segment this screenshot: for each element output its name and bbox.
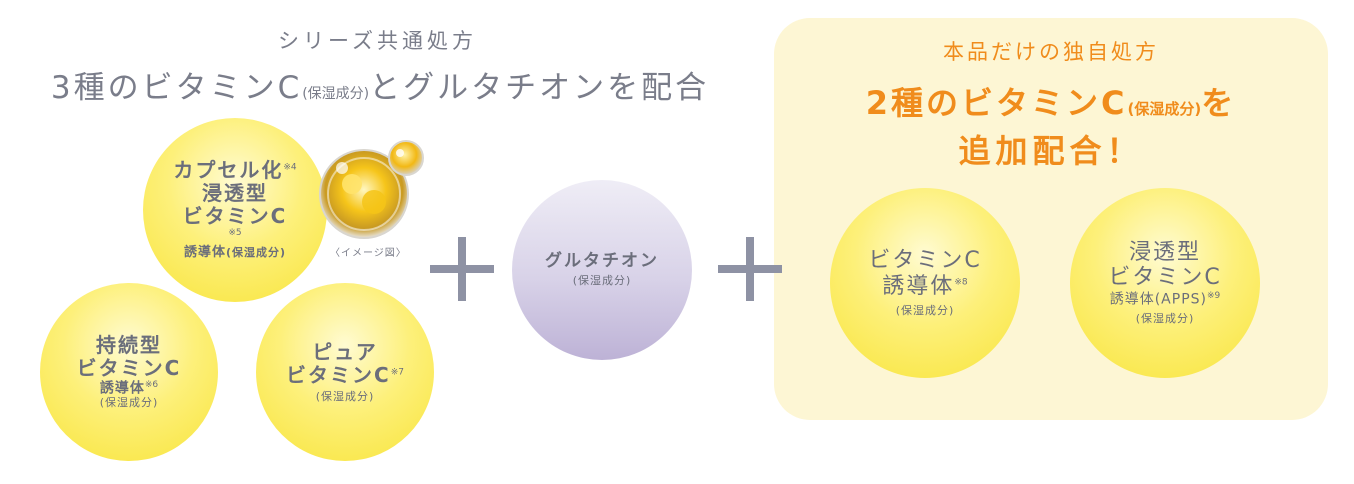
glutathione-line1: グルタチオン [545,250,659,271]
unique-title-line2: 追加配合！ [958,132,1144,170]
pure-line1: ピュア [312,339,378,364]
series-title: 3種のビタミンC(保湿成分)とグルタチオンを配合 [0,62,760,107]
sustained-line2: ビタミンC [76,356,182,381]
series-title-pre: 3種のビタミンC [50,70,303,106]
apps-line1: 浸透型 [1128,240,1201,265]
apps-line3: 誘導体(APPS)※9 [1109,290,1221,308]
pure-vitamin-c-circle: ピュア ビタミンC※7 (保湿成分) [256,283,434,461]
series-subtitle: シリーズ共通処方 [278,29,477,53]
sustained-line1: 持続型 [96,333,162,358]
pure-line2: ビタミンC※7 [286,362,404,387]
sustained-line4: (保湿成分) [99,396,159,410]
apps-vitamin-c-circle: 浸透型 ビタミンC 誘導体(APPS)※9 (保湿成分) [1070,188,1260,378]
capsule-image-icon [319,140,424,239]
capsule-line3: ビタミンC [182,204,288,229]
glutathione-line2: (保湿成分) [572,274,632,288]
unique-title-paren: (保湿成分) [1127,100,1202,118]
unique-title-pre: 2種のビタミンC [865,84,1128,122]
unique-title-post: を [1201,84,1237,122]
series-title-post: とグルタチオンを配合 [369,70,710,106]
glutathione-circle: グルタチオン (保湿成分) [512,180,692,360]
series-title-paren: (保湿成分) [302,86,370,102]
plus-icon-2 [718,237,782,301]
unique-title-line1: 2種のビタミンC(保湿成分)を [774,78,1328,124]
vitamin-c-derivative-circle: ビタミンC 誘導体※8 (保湿成分) [830,188,1020,378]
apps-line4: (保湿成分) [1135,312,1195,326]
capsule-line2: 浸透型 [202,181,268,206]
sustained-line3: 誘導体※6 [99,380,159,397]
pure-line3: (保湿成分) [315,389,375,403]
image-note: 〈イメージ図〉 [330,248,407,259]
apps-line2: ビタミンC [1108,265,1222,291]
derivative-line1: ビタミンC [868,248,982,274]
derivative-line2: 誘導体※8 [882,273,968,299]
sustained-vitamin-c-circle: 持続型 ビタミンC 誘導体※6 (保湿成分) [40,283,218,461]
derivative-line3: (保湿成分) [895,303,955,317]
capsule-line1: カプセル化※4 [173,158,297,183]
plus-icon [430,237,494,301]
unique-subtitle: 本品だけの独自処方 [943,40,1159,64]
